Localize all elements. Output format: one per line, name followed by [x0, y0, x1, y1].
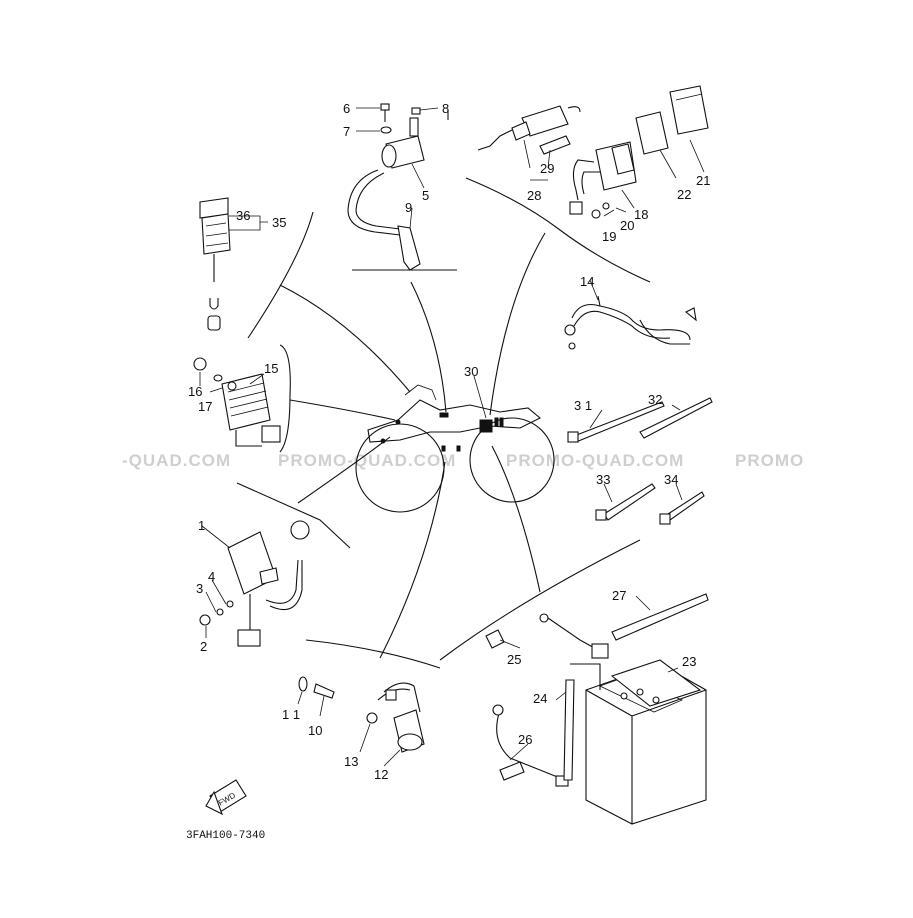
part-labels: 1 2 3 4 5 6 7 8 9 10 1 1 12 13 14 15 16 … [188, 101, 710, 782]
label-part-14: 14 [580, 274, 594, 289]
battery [585, 659, 707, 825]
label-part-7: 7 [343, 124, 350, 139]
main-switch [199, 197, 231, 331]
label-part-26: 26 [518, 732, 532, 747]
label-part-20: 20 [620, 218, 634, 233]
label-part-24: 24 [533, 691, 547, 706]
vehicle-frame [355, 384, 555, 513]
cdi-unit [199, 520, 310, 647]
rectifier-regulator [193, 357, 281, 447]
relay-units [635, 85, 709, 155]
label-part-17: 17 [198, 399, 212, 414]
label-part-9: 9 [405, 200, 412, 215]
label-part-22: 22 [677, 187, 691, 202]
label-part-4: 4 [208, 569, 215, 584]
label-part-10: 10 [308, 723, 322, 738]
label-part-28: 28 [527, 188, 541, 203]
label-part-23: 23 [682, 654, 696, 669]
label-part-18: 18 [634, 207, 648, 222]
label-part-13: 13 [344, 754, 358, 769]
label-part-32: 32 [648, 392, 662, 407]
watermark-2: PROMO-QUAD.COM [278, 451, 456, 470]
fwd-indicator: FWD [205, 779, 247, 816]
starter-solenoid [298, 676, 425, 753]
fuse-holder [477, 105, 581, 155]
label-part-2: 2 [200, 639, 207, 654]
label-part-6: 6 [343, 101, 350, 116]
watermark-3: PROMO-QUAD.COM [506, 451, 684, 470]
label-part-1: 1 [198, 518, 205, 533]
label-part-3: 3 [196, 581, 203, 596]
watermark-4: PROMO [735, 451, 804, 470]
wire-harness [564, 295, 697, 350]
leader-lines [236, 177, 651, 669]
label-part-30: 30 [464, 364, 478, 379]
label-part-33: 33 [596, 472, 610, 487]
label-part-8: 8 [442, 101, 449, 116]
label-part-19: 19 [602, 229, 616, 244]
watermark-1: -QUAD.COM [122, 451, 231, 470]
label-part-25: 25 [507, 652, 521, 667]
label-part-35: 35 [272, 215, 286, 230]
label-part-11: 1 1 [282, 707, 300, 722]
label-part-31: 3 1 [574, 398, 592, 413]
label-part-12: 12 [374, 767, 388, 782]
label-part-5: 5 [422, 188, 429, 203]
ignition-coil [347, 103, 449, 271]
cable-bands [567, 397, 713, 525]
callout-leaders [199, 107, 705, 767]
diagram-code: 3FAH100-7340 [186, 830, 265, 842]
label-part-15: 15 [264, 361, 278, 376]
label-part-27: 27 [612, 588, 626, 603]
label-part-34: 34 [664, 472, 678, 487]
label-part-21: 21 [696, 173, 710, 188]
starter-relay [569, 141, 637, 219]
label-part-36: 36 [236, 208, 250, 223]
label-part-29: 29 [540, 161, 554, 176]
battery-leads [485, 593, 709, 787]
label-part-16: 16 [188, 384, 202, 399]
